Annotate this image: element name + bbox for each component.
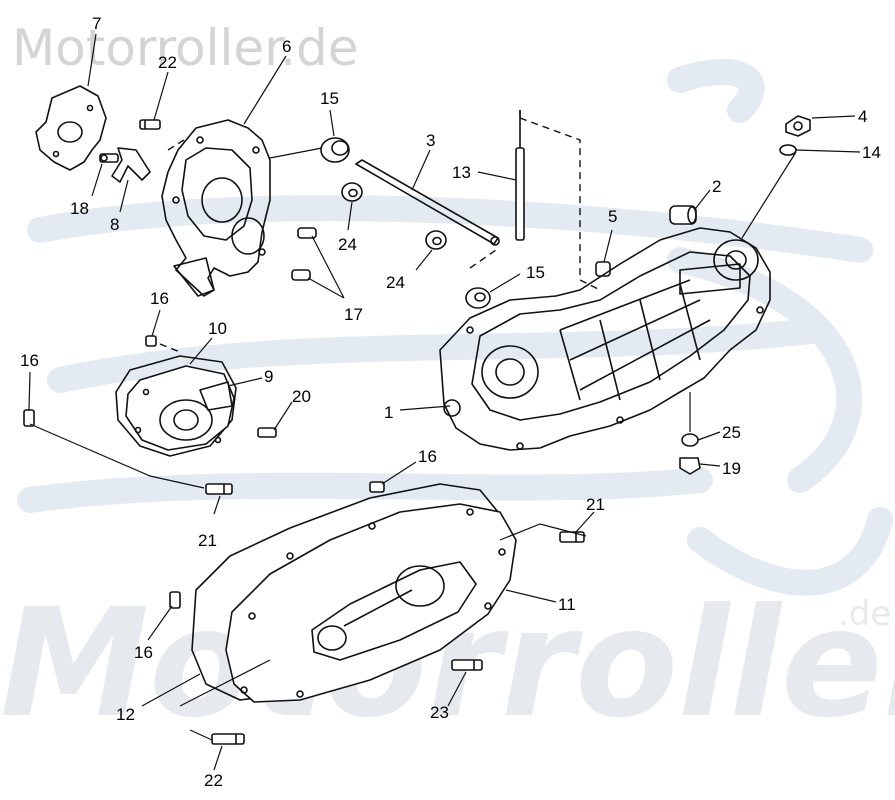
callout-22-top: 22 <box>158 53 177 72</box>
callout-12: 12 <box>116 705 135 724</box>
callout-13: 13 <box>452 163 471 182</box>
part-6-crankcase-left <box>161 119 271 297</box>
part-22-bolt-bottom <box>211 733 245 745</box>
part-17-dowels <box>291 227 317 281</box>
callout-11: 11 <box>558 595 576 614</box>
part-10-gasket <box>115 355 237 457</box>
part-16-dowel-a <box>145 335 157 347</box>
part-21-bolt-a <box>205 483 233 495</box>
callout-19: 19 <box>722 459 741 478</box>
part-16-dowel-c <box>369 481 385 493</box>
callout-15-lower: 15 <box>526 263 545 282</box>
part-21-bolt-b <box>559 531 585 543</box>
callout-4: 4 <box>858 107 867 126</box>
callout-16-c: 16 <box>418 447 437 466</box>
part-3-shaft <box>355 159 500 246</box>
callout-8: 8 <box>110 215 119 234</box>
part-15-bearing-lower <box>465 287 491 309</box>
part-20-bolt <box>257 427 277 438</box>
callout-1: 1 <box>384 403 393 422</box>
part-23-bolt <box>451 659 483 671</box>
callout-5: 5 <box>608 207 617 226</box>
leader-lines <box>28 33 861 771</box>
part-1-crankcase-right <box>439 227 771 451</box>
callout-6: 6 <box>282 37 291 56</box>
callout-22-bottom: 22 <box>204 771 223 790</box>
callout-24-a: 24 <box>338 235 357 254</box>
callout-16-d: 16 <box>134 643 153 662</box>
part-4-nut <box>785 115 811 137</box>
part-15-bearing-top <box>320 137 350 163</box>
callout-3: 3 <box>426 131 435 150</box>
callout-24-b: 24 <box>386 273 405 292</box>
watermark-top: Motorroller.de <box>12 19 359 77</box>
callout-16-a: 16 <box>150 289 169 308</box>
callout-25: 25 <box>722 423 741 442</box>
callout-9: 9 <box>264 367 273 386</box>
callout-20: 20 <box>292 387 311 406</box>
part-24-seal-a <box>341 182 363 202</box>
part-2-bushing <box>669 205 697 225</box>
part-5-fitting <box>595 261 611 277</box>
assembly-lines <box>29 110 691 741</box>
part-18-bolt <box>99 153 119 163</box>
part-25-washer <box>681 433 699 447</box>
part-22-bolt-top <box>139 119 161 130</box>
part-13-pin <box>515 110 525 241</box>
part-11-cover <box>225 503 517 703</box>
callout-21-a: 21 <box>198 531 217 550</box>
part-24-seal-b <box>425 230 447 250</box>
part-8-lever <box>111 147 151 183</box>
part-19-drain-plug <box>679 457 701 475</box>
callout-18: 18 <box>70 199 89 218</box>
callout-7: 7 <box>92 14 101 33</box>
callout-15-top: 15 <box>320 89 339 108</box>
callout-21-b: 21 <box>586 495 605 514</box>
part-14-washer <box>779 144 797 156</box>
callout-23: 23 <box>430 703 449 722</box>
callout-2: 2 <box>712 177 721 196</box>
part-7-gasket <box>35 85 107 171</box>
callout-17: 17 <box>344 305 363 324</box>
watermark-logo <box>17 59 893 596</box>
part-16-dowel-b <box>23 409 35 427</box>
callout-labels: 7 22 6 15 3 4 14 13 2 18 8 24 5 24 15 17… <box>20 14 881 790</box>
callout-14: 14 <box>862 143 881 162</box>
callout-16-b: 16 <box>20 351 39 370</box>
part-9-cover <box>125 365 235 451</box>
part-16-dowel-d <box>169 591 181 609</box>
callout-10: 10 <box>208 319 227 338</box>
watermark-bottom-suffix: .de <box>838 594 891 634</box>
